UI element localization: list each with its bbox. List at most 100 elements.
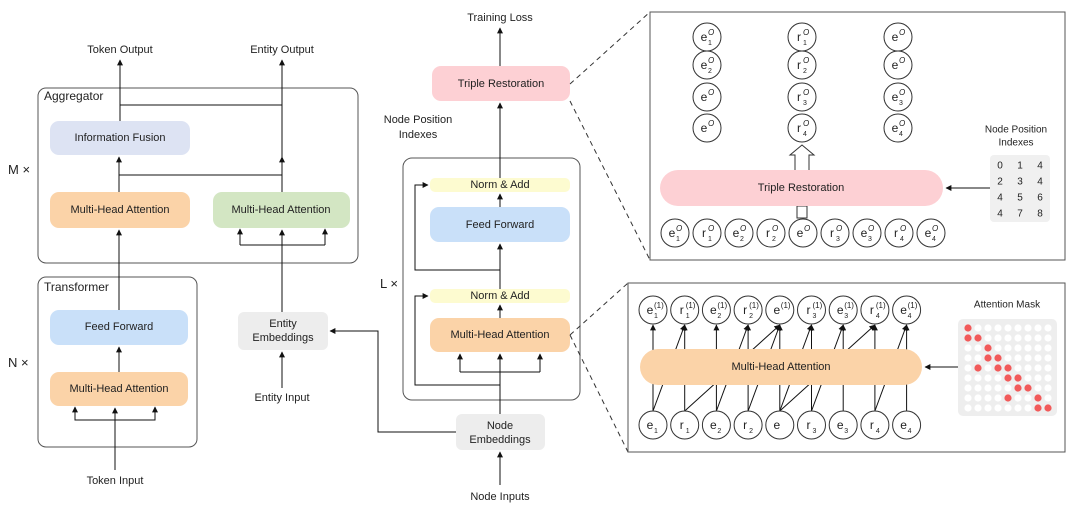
sequence-node (884, 218, 914, 248)
input-node (765, 410, 795, 440)
transformer-label: Transformer (44, 280, 109, 294)
entity-output-label: Entity Output (250, 44, 314, 56)
restored-node-superscript: O (803, 119, 809, 128)
mask-cell (984, 354, 992, 362)
output-node-superscript: (1) (717, 301, 727, 310)
mask-cell (984, 334, 992, 342)
output-node-subscript: 2 (749, 313, 753, 320)
mask-cell (974, 374, 982, 382)
mask-cell (994, 354, 1002, 362)
sequence-node-label: e (669, 226, 676, 240)
mask-cell (1024, 384, 1032, 392)
restored-node (692, 50, 722, 80)
restored-node-label: r (797, 90, 801, 104)
restored-node-subscript: 2 (803, 68, 807, 75)
sequence-node (692, 218, 722, 248)
mask-cell (1004, 364, 1012, 372)
input-node-label: r (870, 418, 874, 432)
input-node (638, 410, 668, 440)
mha-token-label: Multi-Head Attention (70, 204, 169, 216)
sequence-node-subscript: 2 (772, 236, 776, 243)
mask-cell (1024, 394, 1032, 402)
left-arrows (72, 59, 456, 470)
mask-cell (964, 324, 972, 332)
feed-forward-mid-label: Feed Forward (466, 219, 534, 231)
triple-restoration-label: Triple Restoration (458, 78, 544, 90)
sequence-node-label: e (861, 226, 868, 240)
attention-detail-box (627, 282, 1066, 453)
triple-restoration-pill (660, 170, 943, 206)
mask-cell (994, 324, 1002, 332)
sequence-node-superscript: O (772, 224, 778, 233)
node-position-indexes-detail-label: Node Position (985, 125, 1047, 136)
mask-cell (1024, 344, 1032, 352)
token-output-label: Token Output (87, 44, 152, 56)
sequence-node-label: e (797, 226, 804, 240)
output-node-superscript: (1) (686, 301, 696, 310)
mask-cell (1014, 344, 1022, 352)
mask-cell (1024, 334, 1032, 342)
output-node-subscript: 3 (813, 313, 817, 320)
mask-cell (1004, 324, 1012, 332)
mask-cell (1014, 364, 1022, 372)
input-node-label: e (900, 418, 907, 432)
restored-node-superscript: O (708, 88, 714, 97)
n-times-label: N × (8, 355, 29, 370)
output-node (765, 295, 795, 325)
index-matrix-box (990, 155, 1050, 222)
mask-cell (964, 404, 972, 412)
output-node-label: e (900, 303, 907, 317)
input-node-subscript: 3 (844, 428, 848, 435)
mask-cell (1044, 334, 1052, 342)
restored-node (883, 113, 913, 143)
sequence-node-superscript: O (676, 224, 682, 233)
output-node-superscript: (1) (654, 301, 664, 310)
output-node-subscript: 4 (908, 313, 912, 320)
restored-node (787, 82, 817, 112)
output-node-subscript: 2 (717, 313, 721, 320)
mask-cell (1024, 374, 1032, 382)
output-node-label: e (773, 303, 780, 317)
middle-arrows (414, 11, 651, 485)
mask-cell (974, 364, 982, 372)
sequence-node-label: r (702, 226, 706, 240)
restored-node-label: r (797, 58, 801, 72)
sequence-node (820, 218, 850, 248)
mask-cell (1004, 334, 1012, 342)
node-position-indexes-detail-label-2: Indexes (998, 138, 1033, 149)
input-node (860, 410, 890, 440)
output-node (860, 295, 890, 325)
mask-cell (994, 404, 1002, 412)
restored-node (787, 50, 817, 80)
mask-cell (984, 374, 992, 382)
aggregator-label: Aggregator (44, 89, 103, 103)
norm-add-bottom-block (430, 289, 570, 303)
input-node-subscript: 1 (654, 428, 658, 435)
node-embeddings-block (456, 414, 545, 450)
mha-entity-block (213, 192, 350, 228)
mask-cell (1024, 324, 1032, 332)
index-cell: 0 (997, 161, 1003, 172)
node-embeddings-label: Node (487, 420, 513, 432)
mask-cell (1044, 324, 1052, 332)
node-inputs-label: Node Inputs (470, 491, 530, 503)
output-node (828, 295, 858, 325)
mask-cell (994, 374, 1002, 382)
mask-cell (1034, 364, 1042, 372)
index-cell: 7 (1017, 209, 1023, 220)
output-node-label: r (680, 303, 684, 317)
restored-node-superscript: O (899, 119, 905, 128)
mask-cell (994, 384, 1002, 392)
sequence-node-subscript: 3 (836, 236, 840, 243)
restored-node-label: r (797, 121, 801, 135)
input-node-subscript: 1 (686, 428, 690, 435)
input-node-subscript: 3 (813, 428, 817, 435)
input-node (701, 410, 731, 440)
sequence-node-label: e (925, 226, 932, 240)
sequence-node-subscript: 4 (932, 236, 936, 243)
restored-node (692, 82, 722, 112)
mask-cell (1014, 354, 1022, 362)
